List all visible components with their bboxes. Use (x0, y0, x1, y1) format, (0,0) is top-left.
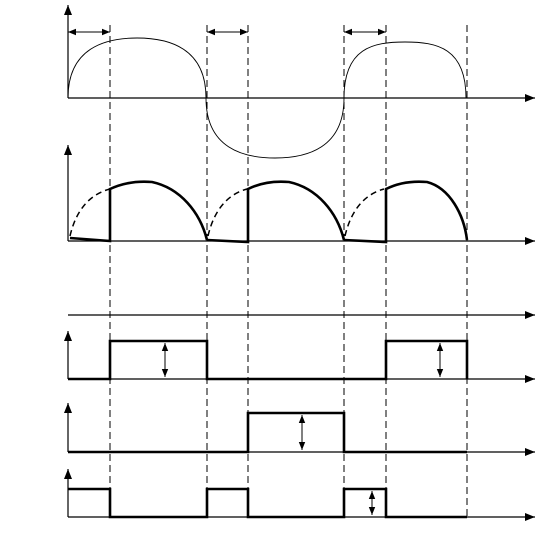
dashed-segment-1 (69, 188, 111, 237)
panel-gate-pulse-2 (64, 403, 535, 456)
dashed-segment-3 (344, 188, 385, 237)
panel-gate-pulse-3 (64, 469, 535, 521)
output-waveform (69, 180, 469, 244)
panel-gate-pulse-1 (64, 331, 535, 383)
output-pulse-2 (206, 180, 346, 244)
gate-pulse-2-waveform (68, 411, 467, 454)
sine-curve (67, 37, 467, 159)
panel-supply-sine-wave (64, 5, 535, 159)
output-pulse-1 (69, 180, 209, 243)
dashed-sine-start (69, 188, 385, 237)
guide-lines (109, 25, 468, 520)
gate-pulse-1-waveform (68, 339, 469, 381)
dashed-segment-2 (207, 188, 248, 237)
gate-pulse-3-waveform (68, 487, 467, 519)
panel-phase-controlled-output (64, 145, 535, 245)
output-pulse-3 (343, 180, 469, 244)
